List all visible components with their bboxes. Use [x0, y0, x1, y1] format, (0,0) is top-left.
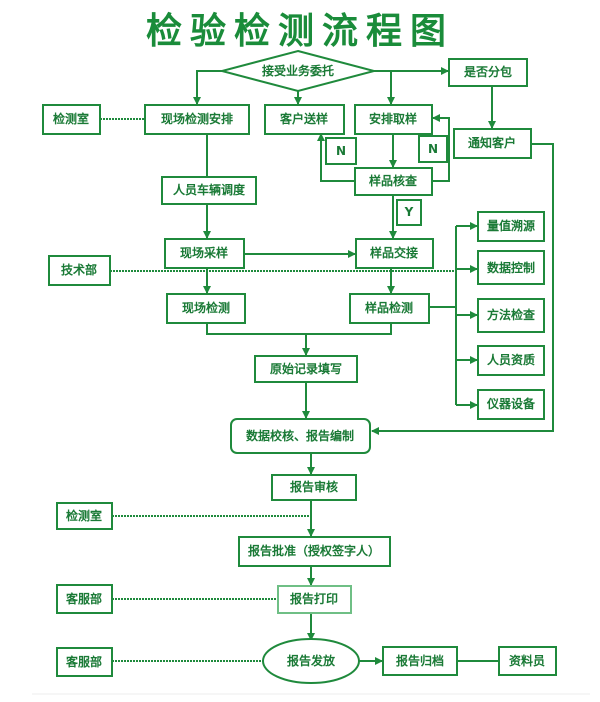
node-subcontract-label: 是否分包: [463, 64, 512, 79]
node-notify-client-label: 通知客户: [468, 135, 516, 150]
edge-check-arrange-sampling-n: [431, 114, 450, 182]
node-lab-bottom: 检测室: [56, 502, 113, 530]
node-sample-test: 样品检测: [349, 293, 430, 324]
node-report-review: 报告审核: [271, 474, 357, 501]
node-traceability: 量值溯源: [477, 211, 545, 242]
node-yes-label: Y: [404, 205, 414, 219]
node-staff-qualification: 人员资质: [477, 345, 545, 376]
node-subcontract: 是否分包: [448, 58, 528, 87]
node-accept: 接受业务委托: [218, 49, 378, 93]
node-method-check-label: 方法检查: [487, 307, 536, 322]
node-onsite-sampling: 现场采样: [164, 238, 245, 269]
node-notify-client: 通知客户: [453, 128, 532, 159]
node-instrument-label: 仪器设备: [486, 396, 536, 411]
node-report-archive-label: 报告归档: [396, 653, 444, 668]
node-no-right-label: N: [428, 142, 438, 156]
node-yes: Y: [396, 199, 422, 226]
node-traceability-label: 量值溯源: [487, 218, 535, 233]
node-sample-check-label: 样品核查: [369, 173, 418, 188]
node-archivist: 资料员: [498, 646, 557, 676]
node-sample-handover: 样品交接: [355, 238, 434, 269]
node-no-left-label: N: [336, 144, 346, 158]
node-onsite-arrange-label: 现场检测安排: [161, 111, 233, 126]
page-title: 检验检测流程图: [145, 11, 454, 52]
node-cs-dept-2: 客服部: [56, 647, 113, 677]
node-report-approve: 报告批准（授权签字人）: [238, 536, 391, 567]
node-method-check: 方法检查: [477, 298, 545, 333]
node-onsite-arrange: 现场检测安排: [144, 104, 250, 135]
node-data-verify: 数据校核、报告编制: [230, 418, 371, 454]
node-raw-record: 原始记录填写: [254, 355, 358, 383]
edge-accept-arrange-sampling: [374, 70, 395, 105]
node-cs-dept-1-label: 客服部: [65, 591, 102, 606]
node-report-print-label: 报告打印: [290, 591, 338, 606]
node-arrange-sampling-label: 安排取样: [369, 111, 417, 126]
node-no-right: N: [418, 135, 448, 163]
node-report-issue: 报告发放: [262, 638, 360, 684]
node-staff-qualification-label: 人员资质: [487, 352, 535, 367]
node-data-control: 数据控制: [477, 250, 545, 285]
node-arrange-sampling: 安排取样: [354, 104, 433, 135]
node-onsite-test-label: 现场检测: [182, 300, 230, 315]
node-onsite-test: 现场检测: [166, 293, 246, 324]
node-lab-top-label: 检测室: [53, 111, 89, 126]
node-staff-dispatch: 人员车辆调度: [161, 176, 257, 205]
node-report-review-label: 报告审核: [290, 479, 338, 494]
node-accept-label: 接受业务委托: [262, 63, 334, 78]
edge-check-client-delivery-n: [317, 133, 355, 182]
node-archivist-label: 资料员: [509, 653, 545, 668]
node-report-issue-label: 报告发放: [287, 653, 336, 668]
node-report-print: 报告打印: [277, 585, 352, 614]
node-onsite-sampling-label: 现场采样: [180, 245, 228, 260]
node-instrument: 仪器设备: [477, 389, 545, 420]
node-cs-dept-2-label: 客服部: [65, 654, 102, 669]
node-sample-handover-label: 样品交接: [370, 245, 418, 260]
node-sample-test-label: 样品检测: [365, 300, 413, 315]
node-lab-bottom-label: 检测室: [66, 508, 102, 523]
node-no-left: N: [325, 137, 357, 165]
node-data-verify-label: 数据校核、报告编制: [246, 428, 354, 443]
node-lab-top: 检测室: [42, 104, 101, 135]
edge-accept-onsite-arrange: [193, 70, 222, 105]
node-raw-record-label: 原始记录填写: [270, 361, 342, 376]
node-tech-dept: 技术部: [48, 255, 111, 286]
node-client-delivery-label: 客户送样: [279, 111, 328, 126]
node-sample-check: 样品核查: [354, 167, 433, 196]
node-cs-dept-1: 客服部: [56, 584, 113, 614]
node-report-archive: 报告归档: [382, 646, 458, 676]
node-data-control-label: 数据控制: [487, 260, 535, 275]
node-tech-dept-label: 技术部: [61, 262, 97, 277]
node-staff-dispatch-label: 人员车辆调度: [173, 182, 246, 197]
node-client-delivery: 客户送样: [264, 104, 345, 135]
node-report-approve-label: 报告批准（授权签字人）: [248, 543, 380, 558]
edge-notify-data-verify: [371, 143, 554, 435]
edge-onsite-test-merge: [206, 322, 392, 335]
